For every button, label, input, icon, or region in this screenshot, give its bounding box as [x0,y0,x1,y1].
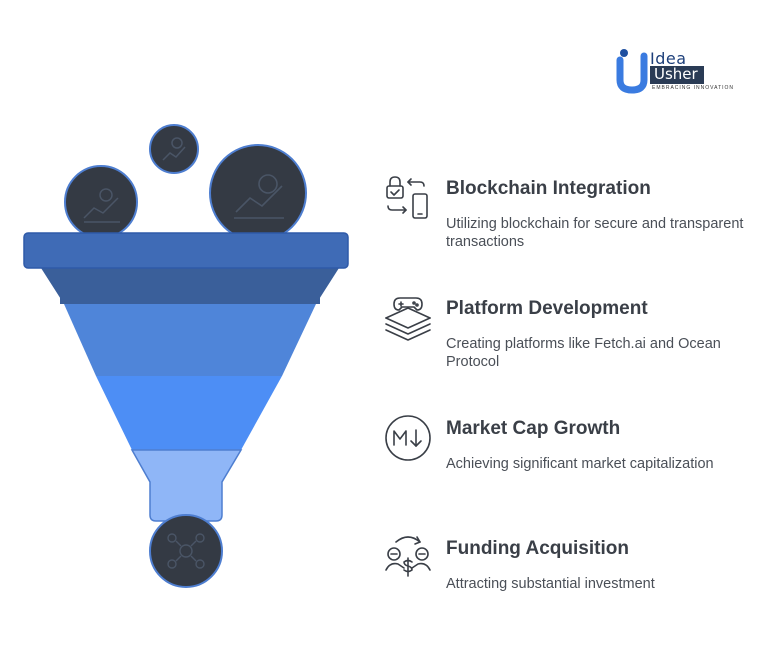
company-logo: Idea Usher EMBRACING INNOVATION [616,46,733,94]
item-title: Blockchain Integration [446,178,651,199]
item-description: Utilizing blockchain for secure and tran… [446,216,744,250]
logo-word-idea: Idea [650,49,687,68]
funding-cycle-icon [385,536,431,577]
dollar-chart-icon [83,188,120,223]
item-title: Platform Development [446,298,648,319]
item-description: Attracting substantial investment [446,576,655,592]
funnel-band-4 [130,449,243,522]
blockchain-transfer-icon [386,176,428,219]
funnel-rim [23,232,349,269]
input-ball-small [149,124,199,174]
item-title: Market Cap Growth [446,418,621,439]
input-ball-right [209,144,307,242]
input-ball-left [64,165,138,239]
logo-mark-icon [616,49,648,94]
item-title: Funding Acquisition [446,538,629,559]
logo-tagline: EMBRACING INNOVATION [652,85,735,91]
item-funding-acquisition: Funding Acquisition Attracting substanti… [382,532,752,607]
dollar-chart-icon [162,137,186,161]
item-description: Achieving significant market capitalizat… [446,456,714,472]
funnel-band-3 [96,376,282,450]
item-description: Creating platforms like Fetch.ai and Oce… [446,336,721,370]
funnel-band-2 [64,304,316,376]
item-market-cap-growth: Market Cap Growth Achieving significant … [382,412,752,482]
money-network-icon [167,533,205,569]
item-blockchain-integration: Blockchain Integration Utilizing blockch… [382,172,752,262]
logo-word-usher: Usher [650,66,704,84]
gamepad-layers-icon [385,297,431,341]
market-cap-icon [385,415,431,461]
output-ball [149,514,223,588]
funnel-band-1-body [41,268,339,304]
item-platform-development: Platform Development Creating platforms … [382,292,752,382]
dollar-chart-icon [234,174,284,219]
